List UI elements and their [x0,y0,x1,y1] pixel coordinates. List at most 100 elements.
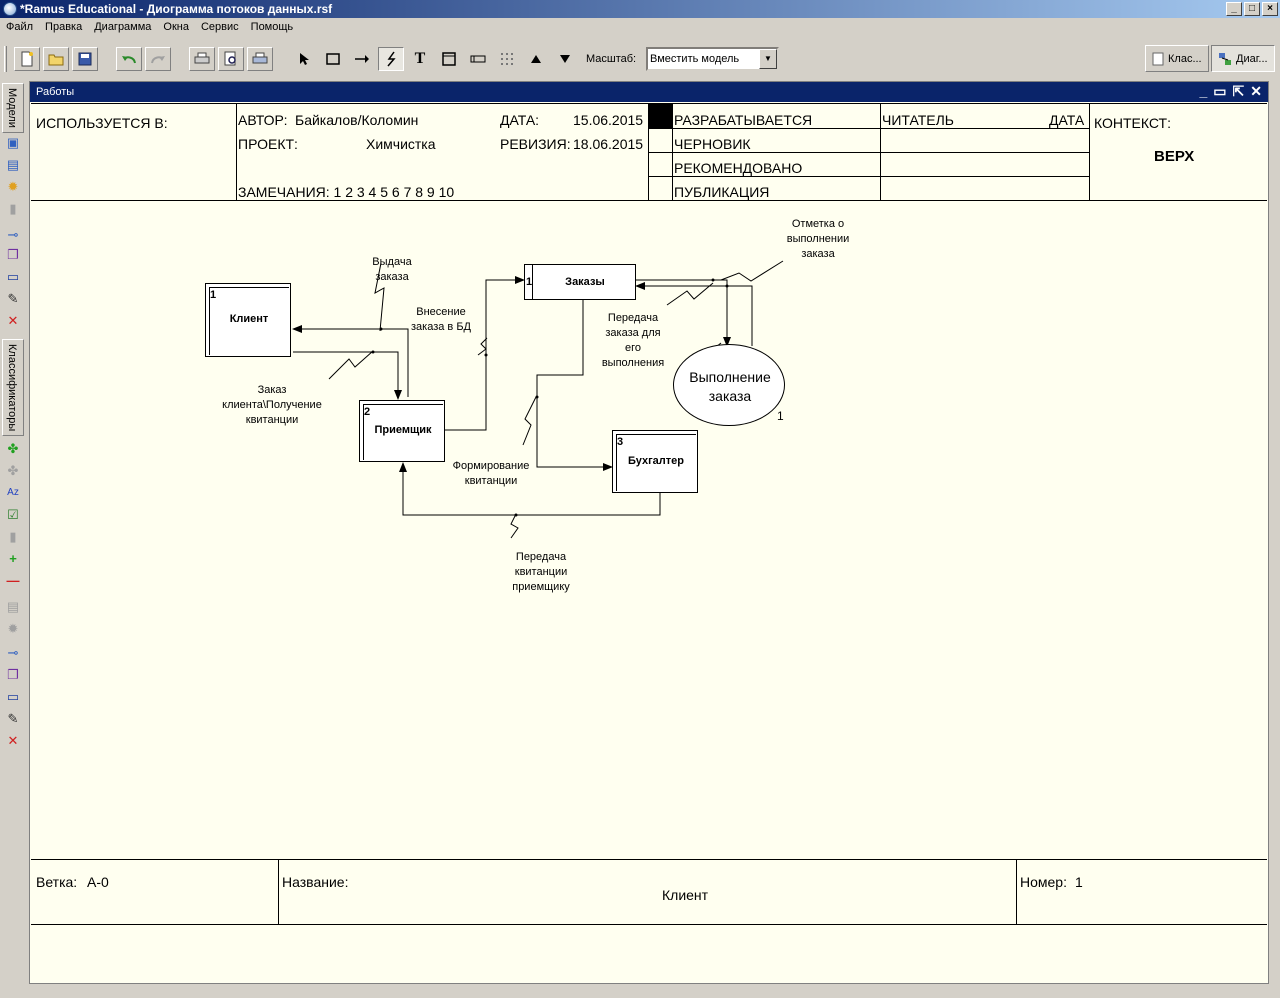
arrow-tool-icon[interactable] [349,47,375,71]
process-order-execution[interactable]: Выполнение заказа [673,344,785,426]
edit-icon[interactable]: ✎ [7,291,19,306]
revision-value: 18.06.2015 [573,136,644,152]
data-store-orders[interactable]: 1 Заказы [524,264,636,300]
tab-diagram[interactable]: Диаг... [1211,45,1275,72]
branch-value: А-0 [87,874,109,890]
windows-icon-2[interactable]: ❐ [7,667,19,682]
tab-classifiers-vertical[interactable]: Классификаторы [2,339,24,437]
redo-icon [145,47,171,71]
flow-enter-db-label: Внесение заказа в БД [411,306,471,333]
puzzle-icon[interactable]: ✤ [7,441,19,456]
new-file-icon[interactable] [14,47,40,71]
menu-service[interactable]: Сервис [200,21,239,33]
child-minimize-icon[interactable]: _ [1199,83,1208,99]
menu-file[interactable]: Файл [6,21,34,33]
tab-classifiers-vertical-label: Классификаторы [6,344,18,432]
branch-label: Ветка: [36,874,78,890]
grid-tool-icon[interactable] [494,47,520,71]
open-model-icon[interactable]: ▤ [6,157,20,172]
windows-icon[interactable]: ❐ [7,247,19,262]
tab-models[interactable]: Модели [2,83,24,133]
tab-classifiers[interactable]: Клас... [1145,45,1209,72]
app-icon [3,2,17,16]
toolbar: T [0,41,1280,77]
author-label: АВТОР: [238,112,288,128]
revision-label: РЕВИЗИЯ: [500,136,571,152]
box-tool-icon[interactable] [436,47,462,71]
document-icon [1152,52,1164,65]
menu-windows[interactable]: Окна [163,21,189,33]
checklist-icon[interactable]: ☑ [7,507,19,522]
context-label: КОНТЕКСТ: [1094,115,1171,131]
scale-dropdown[interactable]: Вместить модель ▼ [646,47,779,71]
open-folder-icon[interactable] [43,47,69,71]
status-developing: РАЗРАБАТЫВАЕТСЯ [674,112,813,128]
status-draft: ЧЕРНОВИК [674,136,751,152]
tab-models-label: Модели [6,88,18,128]
date-label: ДАТА: [500,112,540,128]
print-preview-icon[interactable] [218,47,244,71]
receiver-label: Приемщик [374,424,432,436]
toolbar-grip[interactable] [4,46,7,72]
maximize-button[interactable]: □ [1244,2,1260,16]
number-label: Номер: [1020,874,1067,890]
print-icon[interactable] [189,47,215,71]
diagram-icon [1219,52,1231,65]
diagram-arrows [292,260,784,539]
up-arrow-icon[interactable] [523,47,549,71]
name-label: Название: [282,874,349,890]
menu-help[interactable]: Помощь [250,21,294,33]
minimize-button[interactable]: _ [1226,2,1242,16]
receiver-number: 2 [364,406,371,418]
flow-form-receipt-label: Формирование квитанции [452,460,530,487]
name-value: Клиент [662,887,709,903]
status-recommended: РЕКОМЕНДОВАНО [674,160,803,176]
accountant-number: 3 [617,436,624,448]
close-button[interactable]: × [1262,2,1278,16]
close-icon[interactable]: ✕ [7,313,19,328]
squiggle-tool-icon[interactable] [378,47,404,71]
data-store-tool-icon[interactable] [465,47,491,71]
external-entity-client[interactable]: 1 Клиент [205,283,291,357]
plus-icon[interactable]: + [9,551,17,566]
author-value: Байкалов/Коломин [295,112,419,128]
sort-icon[interactable]: Az [7,487,19,498]
folder-disabled-icon: ▤ [6,599,20,614]
pin-icon-2[interactable]: ⊸ [7,645,19,660]
scale-label: Масштаб: [586,53,637,65]
close-icon-2[interactable]: ✕ [7,733,19,748]
printer-setup-icon[interactable] [247,47,273,71]
add-model-icon[interactable]: ▣ [6,135,20,150]
diagram-canvas[interactable]: ИСПОЛЬЗУЕТСЯ В: АВТОР: Байкалов/Коломин … [31,103,1267,980]
undo-icon[interactable] [116,47,142,71]
window-icon[interactable]: ▭ [6,269,20,284]
gear-disabled-icon: ✹ [7,621,19,636]
child-close-icon[interactable]: ✕ [1250,83,1262,99]
minus-icon[interactable]: — [6,573,20,588]
menu-diagram[interactable]: Диаграмма [94,21,152,33]
edit-icon-2[interactable]: ✎ [7,711,19,726]
child-maximize-icon[interactable]: ⇱ [1232,83,1245,99]
settings-icon[interactable]: ✹ [7,179,19,194]
scale-value: Вместить модель [650,53,740,65]
menu-bar: Файл Правка Диаграмма Окна Сервис Помощь [0,19,1280,37]
chevron-down-icon[interactable]: ▼ [759,49,777,69]
pointer-tool-icon[interactable] [291,47,317,71]
accountant-label: Бухгалтер [627,455,685,467]
rectangle-tool-icon[interactable] [320,47,346,71]
window-icon-2[interactable]: ▭ [6,689,20,704]
child-window-titlebar: Работы _ ▭ ⇱ ✕ [30,82,1268,102]
external-entity-accountant[interactable]: 3 Бухгалтер [612,430,698,493]
pin-icon[interactable]: ⊸ [7,227,19,242]
client-label: Клиент [229,313,269,325]
child-window-title: Работы [36,86,75,98]
project-value: Химчистка [366,136,436,152]
child-restore-icon[interactable]: ▭ [1213,83,1227,99]
save-icon[interactable] [72,47,98,71]
puzzle-disabled-icon: ✤ [7,463,19,478]
menu-edit[interactable]: Правка [45,21,83,33]
date-value: 15.06.2015 [573,112,644,128]
text-tool-icon[interactable]: T [407,47,433,71]
external-entity-receiver[interactable]: 2 Приемщик [359,400,445,462]
down-arrow-icon[interactable] [552,47,578,71]
